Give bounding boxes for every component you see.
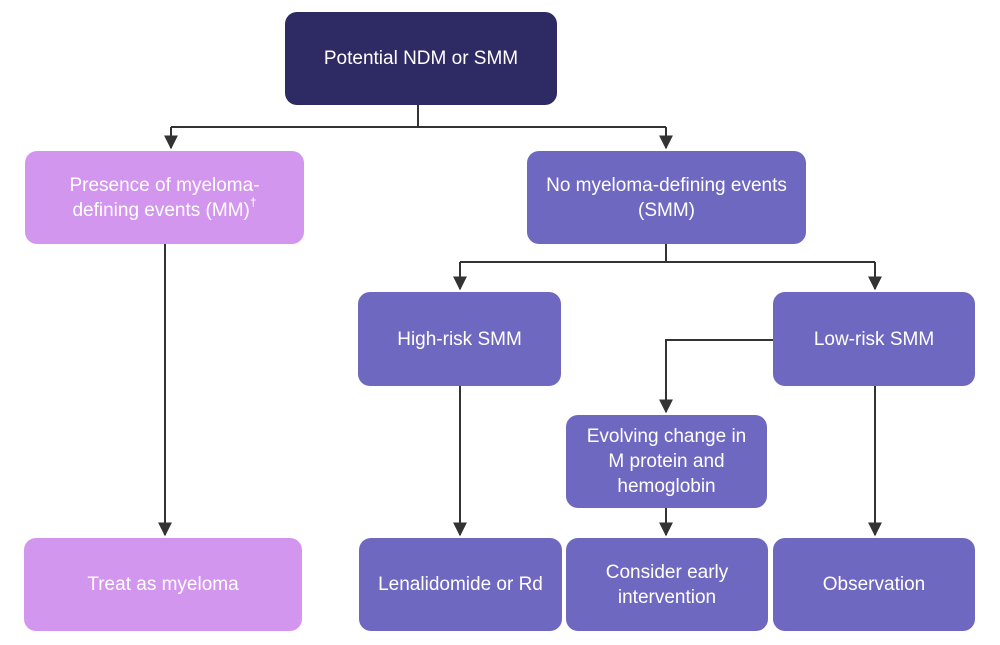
node-label: Lenalidomide or Rd: [378, 574, 543, 595]
node-treat-as-myeloma: Treat as myeloma: [24, 538, 302, 631]
node-low-risk-smm: Low-risk SMM: [773, 292, 975, 386]
connector-smm-to-risk: [460, 244, 875, 263]
node-no-myeloma-defining-events: No myeloma-defining events (SMM): [527, 151, 806, 244]
node-consider-early-intervention: Consider early intervention: [566, 538, 768, 631]
connector-root-to-branches: [171, 105, 666, 128]
node-observation: Observation: [773, 538, 975, 631]
node-evolving-change: Evolving change in M protein and hemoglo…: [566, 415, 767, 508]
node-potential-ndm-or-smm: Potential NDM or SMM: [285, 12, 557, 105]
node-label: Consider early intervention: [605, 561, 729, 608]
node-label: Observation: [822, 574, 926, 595]
node-myeloma-defining-events: Presence of myeloma-defining events (MM)…: [25, 151, 304, 244]
arrow-low-risk-to-evolving: [659, 339, 773, 414]
node-label: No myeloma-defining events (SMM): [546, 174, 787, 221]
node-label: High-risk SMM: [397, 328, 522, 350]
node-high-risk-smm: High-risk SMM: [358, 292, 561, 386]
node-label: Low-risk SMM: [813, 328, 935, 350]
node-label: Evolving change in M protein and hemoglo…: [586, 426, 747, 497]
node-lenalidomide-or-rd: Lenalidomide or Rd: [359, 538, 562, 631]
dagger-footnote-mark: †: [249, 195, 257, 210]
node-label: Treat as myeloma: [87, 574, 239, 595]
node-label: Potential NDM or SMM: [323, 48, 519, 69]
node-label: Presence of myeloma-defining events (MM)…: [69, 174, 260, 221]
